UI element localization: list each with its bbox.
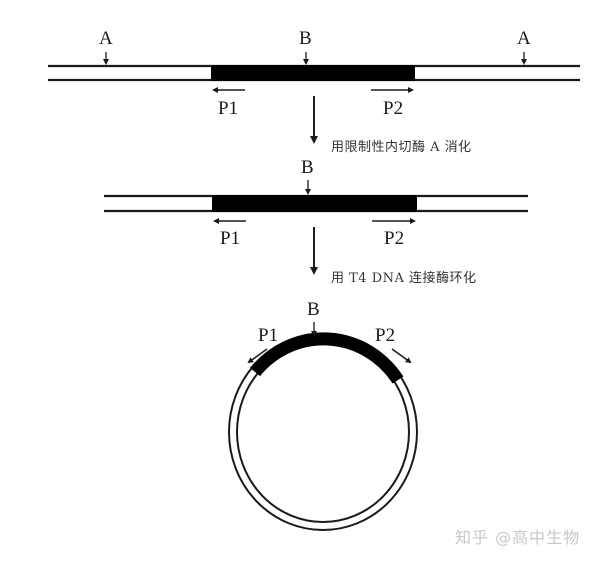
site-a-right-label: A xyxy=(517,28,531,49)
primer1-label-row2: P1 xyxy=(220,228,241,249)
step2-caption: 用 T4 DNA 连接酶环化 xyxy=(331,271,477,286)
site-b-label-row2: B xyxy=(301,157,314,178)
primer1-label-row1: P1 xyxy=(218,98,239,119)
site-b-label-circle: B xyxy=(307,299,320,320)
primer2-label-circle: P2 xyxy=(375,325,396,346)
primer2-label-row2: P2 xyxy=(384,228,405,249)
primer1-label-circle: P1 xyxy=(258,325,279,346)
linear-dna-row1 xyxy=(48,52,580,93)
site-b-label-row1: B xyxy=(299,28,312,49)
watermark: 知乎 @高中生物 xyxy=(455,528,581,547)
step1-caption: 用限制性内切酶 A 消化 xyxy=(331,140,472,155)
linear-dna-row2 xyxy=(104,180,528,224)
circular-dna xyxy=(228,322,418,531)
site-a-left-label: A xyxy=(99,28,113,49)
primer2-label-row1: P2 xyxy=(383,98,404,119)
